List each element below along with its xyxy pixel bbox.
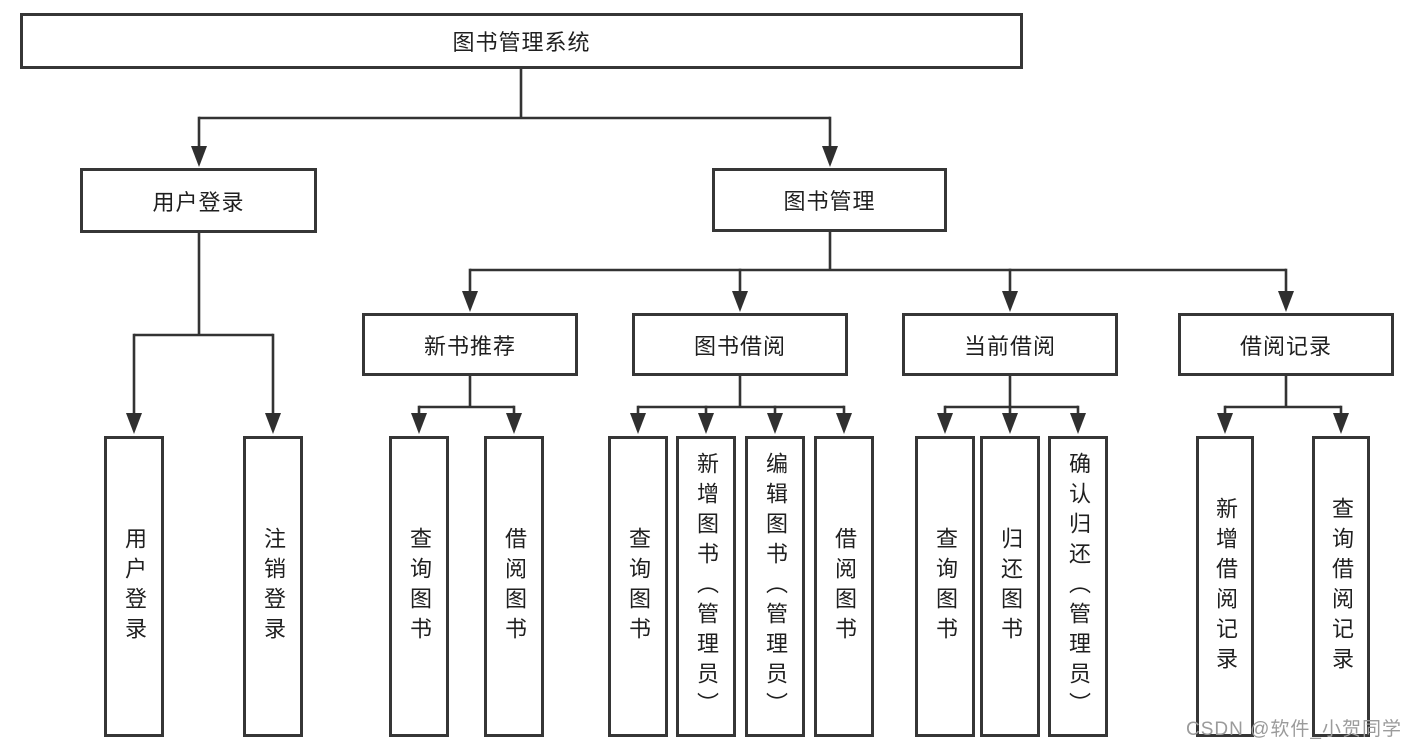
leaf-query-books-3: 查询图书 xyxy=(915,436,975,737)
node-book-borrow-label: 图书借阅 xyxy=(693,333,786,359)
leaf-add-borrow-record-label: 新增借阅记录 xyxy=(1213,496,1238,677)
leaf-query-borrow-record: 查询借阅记录 xyxy=(1312,436,1370,737)
leaf-logout: 注销登录 xyxy=(243,436,303,737)
node-user-login: 用户登录 xyxy=(80,168,317,233)
leaf-add-books-admin: 新增图书（管理员） xyxy=(676,436,736,737)
leaf-return-books: 归还图书 xyxy=(980,436,1040,737)
leaf-query-books-1: 查询图书 xyxy=(389,436,449,737)
leaf-query-books-3-label: 查询图书 xyxy=(933,526,958,647)
leaf-edit-books-admin-label: 编辑图书（管理员） xyxy=(763,451,788,722)
node-new-book-recommend: 新书推荐 xyxy=(362,313,578,376)
arrowheads xyxy=(126,146,1349,434)
leaf-return-books-label: 归还图书 xyxy=(998,526,1023,647)
leaf-user-login: 用户登录 xyxy=(104,436,164,737)
leaf-query-books-2-label: 查询图书 xyxy=(626,526,651,647)
leaf-borrow-books-2: 借阅图书 xyxy=(814,436,874,737)
leaf-confirm-return-admin-label: 确认归还（管理员） xyxy=(1066,451,1091,722)
node-current-borrow: 当前借阅 xyxy=(902,313,1118,376)
leaf-borrow-books-1-label: 借阅图书 xyxy=(502,526,527,647)
node-new-book-recommend-label: 新书推荐 xyxy=(423,333,516,359)
node-current-borrow-label: 当前借阅 xyxy=(963,333,1056,359)
leaf-add-books-admin-label: 新增图书（管理员） xyxy=(694,451,719,722)
watermark: CSDN @软件_小贺同学 xyxy=(1186,719,1402,740)
node-book-management-label: 图书管理 xyxy=(783,189,876,214)
leaf-confirm-return-admin: 确认归还（管理员） xyxy=(1048,436,1108,737)
leaf-borrow-books-1: 借阅图书 xyxy=(484,436,544,737)
node-book-borrow: 图书借阅 xyxy=(632,313,848,376)
node-borrow-records-label: 借阅记录 xyxy=(1239,333,1332,359)
leaf-query-books-1-label: 查询图书 xyxy=(407,526,432,647)
leaf-add-borrow-record: 新增借阅记录 xyxy=(1196,436,1254,737)
node-borrow-records: 借阅记录 xyxy=(1178,313,1394,376)
leaf-query-books-2: 查询图书 xyxy=(608,436,668,737)
leaf-query-borrow-record-label: 查询借阅记录 xyxy=(1329,496,1354,677)
leaf-user-login-label: 用户登录 xyxy=(122,526,147,647)
node-root-label: 图书管理系统 xyxy=(452,30,591,55)
leaf-borrow-books-2-label: 借阅图书 xyxy=(832,526,857,647)
node-root: 图书管理系统 xyxy=(20,13,1023,69)
node-book-management: 图书管理 xyxy=(712,168,947,232)
leaf-logout-label: 注销登录 xyxy=(261,526,286,647)
node-user-login-label: 用户登录 xyxy=(152,189,245,215)
leaf-edit-books-admin: 编辑图书（管理员） xyxy=(745,436,805,737)
